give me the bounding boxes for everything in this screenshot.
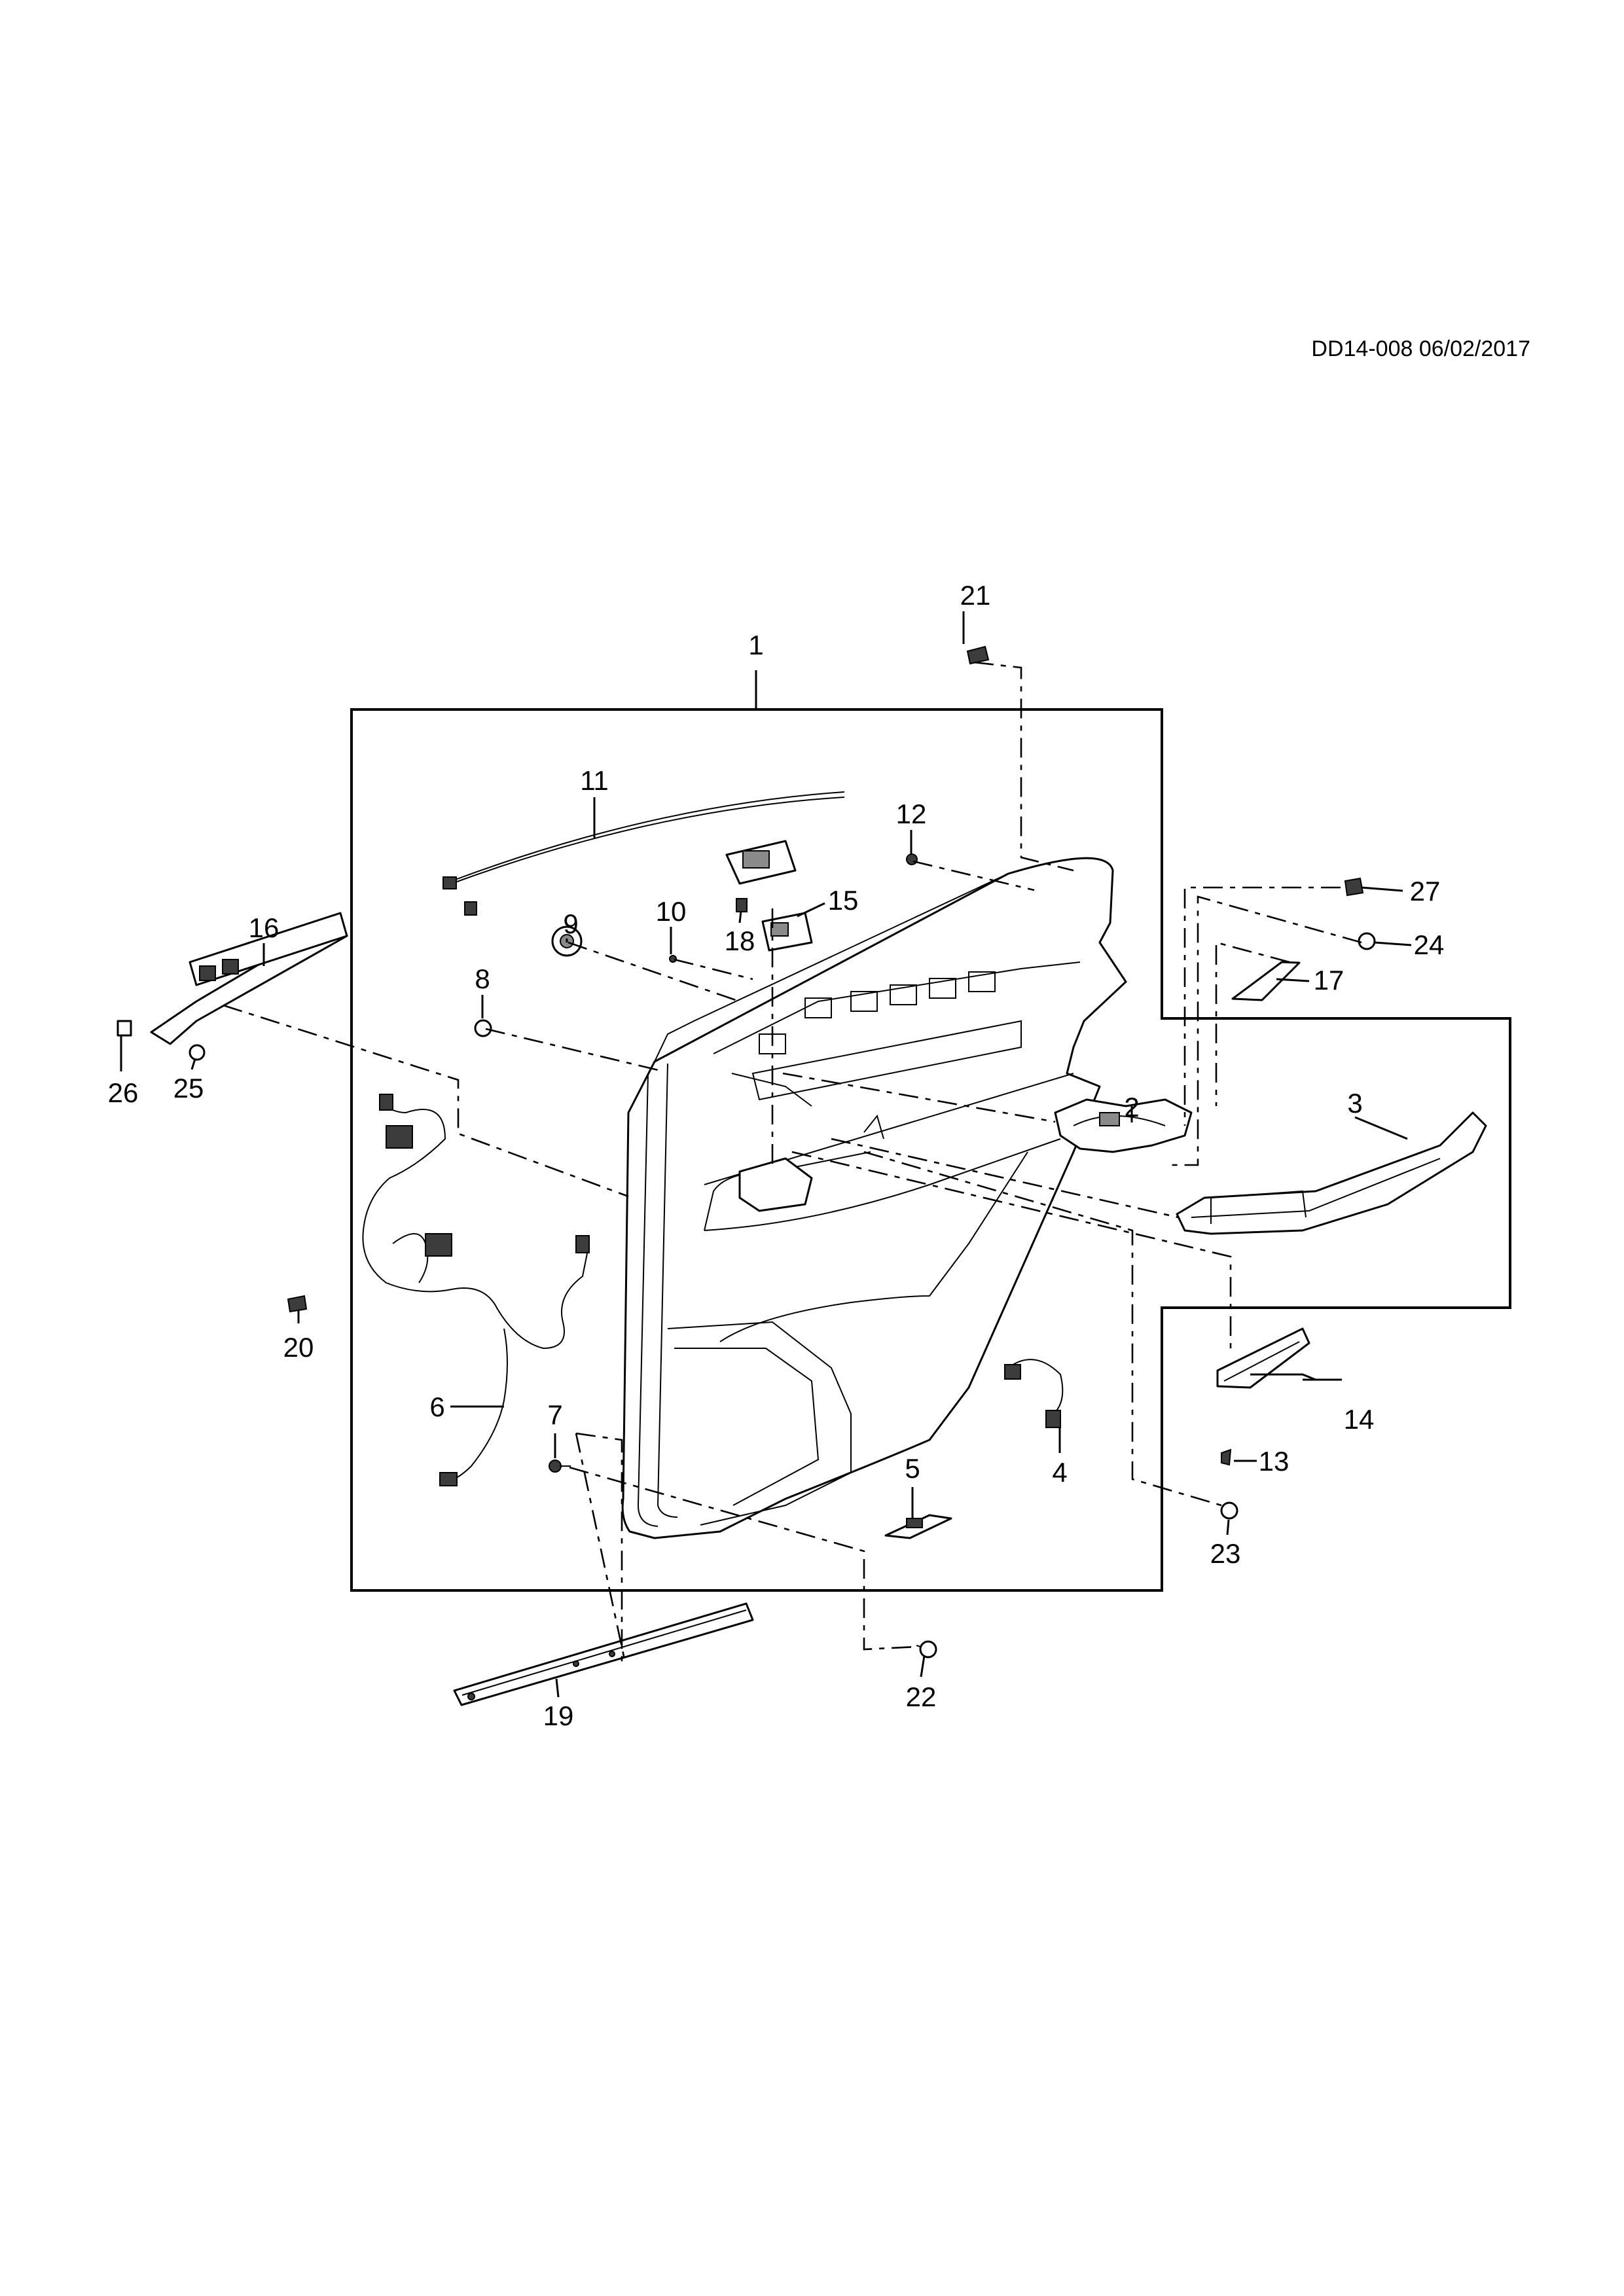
callout-25: 25 — [173, 1073, 204, 1103]
callout-14: 14 — [1344, 1404, 1375, 1435]
retainer-8 — [474, 1019, 492, 1037]
callout-10: 10 — [656, 896, 687, 927]
inside-handle — [1054, 1098, 1193, 1153]
callout-24: 24 — [1414, 929, 1445, 960]
clip-21 — [966, 645, 990, 665]
reflector-trim — [1216, 1327, 1310, 1389]
callout-26: 26 — [108, 1077, 139, 1108]
callout-19: 19 — [543, 1700, 574, 1731]
trim-strip — [442, 791, 845, 916]
callout-17: 17 — [1314, 965, 1344, 996]
callout-15: 15 — [828, 885, 859, 916]
wiring-harness — [362, 1094, 590, 1486]
pull-handle-bracket — [150, 912, 348, 1045]
callout-9: 9 — [563, 908, 578, 939]
callout-8: 8 — [475, 963, 490, 994]
nut-23 — [1220, 1501, 1238, 1520]
clip-26 — [117, 1020, 132, 1037]
clip-13 — [1221, 1448, 1232, 1466]
callout-22: 22 — [906, 1681, 937, 1712]
clip-27 — [1344, 877, 1364, 897]
screw-25 — [189, 1044, 206, 1061]
fastener-12 — [906, 853, 918, 865]
screw-22 — [916, 1640, 937, 1659]
harness-lead — [1004, 1359, 1064, 1428]
callout-12: 12 — [896, 798, 927, 829]
callout-labels: 1 2 3 4 5 6 7 8 9 10 11 12 13 14 15 16 1… — [108, 580, 1445, 1731]
leader-lines — [120, 611, 1412, 1698]
fastener-7 — [549, 1460, 571, 1473]
callout-27: 27 — [1410, 876, 1441, 906]
callout-6: 6 — [429, 1391, 444, 1422]
door-trim-panel — [621, 857, 1127, 1539]
callout-4: 4 — [1052, 1457, 1067, 1488]
dashed-connection-lines — [223, 661, 1362, 1663]
nut-24 — [1358, 932, 1376, 950]
callout-23: 23 — [1210, 1538, 1241, 1569]
callout-11: 11 — [580, 765, 609, 796]
callout-3: 3 — [1347, 1088, 1362, 1119]
callout-18: 18 — [725, 925, 755, 956]
switch-15 — [761, 912, 813, 952]
callout-16: 16 — [249, 912, 280, 943]
document-reference: DD14-008 06/02/2017 — [1311, 336, 1530, 361]
callout-21: 21 — [960, 580, 991, 611]
callout-7: 7 — [547, 1399, 562, 1430]
clip-20 — [287, 1295, 308, 1313]
window-switch-bezel — [725, 840, 797, 885]
connector-18 — [736, 898, 748, 912]
pad — [884, 1514, 952, 1539]
callout-20: 20 — [283, 1332, 314, 1363]
callout-13: 13 — [1259, 1446, 1290, 1477]
callout-1: 1 — [748, 630, 763, 660]
screw-10 — [669, 955, 677, 963]
trim-piece-17 — [1231, 961, 1301, 1001]
armrest-pad — [1176, 1111, 1487, 1235]
callout-2: 2 — [1124, 1092, 1139, 1122]
callout-5: 5 — [905, 1453, 920, 1484]
sill-plate — [453, 1602, 754, 1706]
